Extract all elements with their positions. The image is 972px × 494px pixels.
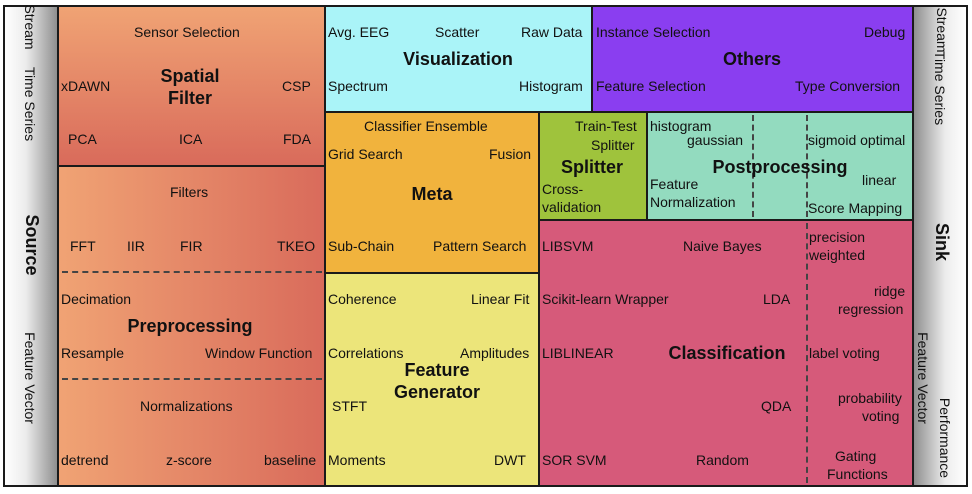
classification-item-label-voting: label voting	[809, 345, 880, 361]
spatial-item-ica: ICA	[179, 131, 203, 147]
classification-item-sor-svm: SOR SVM	[542, 452, 607, 468]
feature-generator-item-correlations: Correlations	[328, 345, 404, 361]
preprocessing-item-z-score: z-score	[166, 452, 212, 468]
meta-item-fusion: Fusion	[489, 146, 532, 162]
preprocessing-item-tkeo: TKEO	[277, 238, 316, 254]
source-stream-label: Stream	[22, 4, 38, 50]
feature-generator-item-amplitudes: Amplitudes	[460, 345, 530, 361]
others-item-debug: Debug	[864, 24, 906, 40]
splitter-item-splitter: Splitter	[591, 137, 635, 153]
visualization-title: Visualization	[403, 49, 513, 69]
spatial-item-pca: PCA	[68, 131, 97, 147]
preprocessing-item-baseline: baseline	[264, 452, 317, 468]
postprocessing-item-histogram: histogram	[650, 118, 712, 134]
postprocessing-item-feature: Feature	[650, 176, 699, 192]
classification-item-gating: Gating	[835, 448, 877, 464]
preprocessing-item-window-function: Window Function	[205, 345, 313, 361]
classification-item-weighted: weighted	[809, 247, 866, 263]
classification-item-libsvm: LIBSVM	[542, 238, 594, 254]
classification-item-voting: voting	[862, 408, 900, 424]
postprocessing-item-gaussian: gaussian	[687, 132, 744, 148]
source-bar	[3, 5, 59, 487]
classification-item-liblinear: LIBLINEAR	[542, 345, 614, 361]
postprocessing-item-linear: linear	[862, 172, 897, 188]
source-feature-vector-label: Feature Vector	[22, 332, 38, 424]
sink-feature-vector-label: Feature Vector	[915, 332, 931, 424]
sink-title: Sink	[932, 222, 952, 261]
feature-generator-item-dwt: DWT	[494, 452, 526, 468]
preprocessing-title: Preprocessing	[127, 316, 253, 336]
preprocessing-item-iir: IIR	[127, 238, 145, 254]
classification-item-scikit-learn-wrapper: Scikit-learn Wrapper	[542, 291, 669, 307]
spatial-filter-title-2: Filter	[167, 88, 212, 108]
spatial-item-csp: CSP	[282, 78, 311, 94]
postprocessing-item-sigmoid-optimal: sigmoid optimal	[808, 132, 906, 148]
others-box	[591, 5, 914, 113]
classification-item-regression: regression	[838, 301, 904, 317]
classification-item-qda: QDA	[761, 398, 792, 414]
visualization-item-avg-eeg: Avg. EEG	[328, 24, 390, 40]
preprocessing-item-filters: Filters	[170, 184, 209, 200]
preprocessing-item-decimation: Decimation	[61, 291, 132, 307]
meta-title: Meta	[411, 184, 453, 204]
postprocessing-divider-1	[752, 115, 754, 217]
visualization-item-raw-data: Raw Data	[521, 24, 583, 40]
preprocessing-item-resample: Resample	[61, 345, 125, 361]
others-item-instance-selection: Instance Selection	[596, 24, 711, 40]
classification-item-naive-bayes: Naive Bayes	[683, 238, 762, 254]
feature-generator-item-stft: STFT	[332, 398, 367, 414]
classification-box	[538, 219, 914, 487]
preprocessing-divider-1	[62, 271, 322, 273]
classification-item-lda: LDA	[763, 291, 791, 307]
splitter-item-cross: Cross-	[542, 181, 584, 197]
spatial-item-sensor-selection: Sensor Selection	[134, 24, 240, 40]
source-time-series-label: Time Series	[22, 66, 38, 142]
classification-item-random: Random	[696, 452, 749, 468]
classification-item-functions: Functions	[827, 466, 888, 482]
meta-item-pattern-search: Pattern Search	[433, 238, 527, 254]
classification-item-probability: probability	[838, 390, 902, 406]
classification-item-precision: precision	[809, 229, 866, 245]
classification-divider	[806, 223, 808, 483]
sink-time-series-label: Time Series	[932, 50, 948, 126]
splitter-item-train-test: Train-Test	[575, 118, 637, 134]
meta-box	[324, 111, 540, 274]
postprocessing-box	[646, 111, 914, 221]
postprocessing-item-score-mapping: Score Mapping	[808, 200, 903, 216]
splitter-box	[538, 111, 648, 221]
meta-item-grid-search: Grid Search	[328, 146, 403, 162]
others-item-feature-selection: Feature Selection	[596, 78, 706, 94]
postprocessing-divider-2	[806, 115, 808, 217]
visualization-item-spectrum: Spectrum	[328, 78, 388, 94]
preprocessing-divider-2	[62, 378, 322, 380]
visualization-item-scatter: Scatter	[435, 24, 480, 40]
meta-item-sub-chain: Sub-Chain	[328, 238, 395, 254]
spatial-filter-title-1: Spatial	[160, 66, 220, 86]
splitter-title: Splitter	[560, 157, 623, 177]
meta-item-classifier-ensemble: Classifier Ensemble	[364, 118, 488, 134]
feature-generator-title-1: Feature	[404, 360, 470, 380]
sink-performance-label: Performance	[937, 397, 953, 479]
spatial-item-xdawn: xDAWN	[61, 78, 111, 94]
preprocessing-box	[57, 165, 326, 487]
others-title: Others	[722, 49, 782, 69]
source-title: Source	[22, 214, 42, 276]
preprocessing-item-fft: FFT	[70, 238, 96, 254]
classification-title: Classification	[668, 343, 786, 363]
postprocessing-title: Postprocessing	[712, 157, 848, 177]
feature-generator-item-moments: Moments	[328, 452, 386, 468]
feature-generator-item-linear-fit: Linear Fit	[471, 291, 530, 307]
preprocessing-item-normalizations: Normalizations	[140, 398, 233, 414]
feature-generator-title-2: Generator	[393, 382, 481, 402]
preprocessing-item-detrend: detrend	[61, 452, 109, 468]
feature-generator-item-coherence: Coherence	[328, 291, 397, 307]
spatial-item-fda: FDA	[283, 131, 311, 147]
preprocessing-item-fir: FIR	[180, 238, 203, 254]
classification-item-ridge: ridge	[874, 283, 906, 299]
visualization-item-histogram: Histogram	[519, 78, 583, 94]
splitter-item-validation: validation	[542, 199, 602, 215]
others-item-type-conversion: Type Conversion	[795, 78, 901, 94]
postprocessing-item-normalization: Normalization	[650, 194, 736, 210]
